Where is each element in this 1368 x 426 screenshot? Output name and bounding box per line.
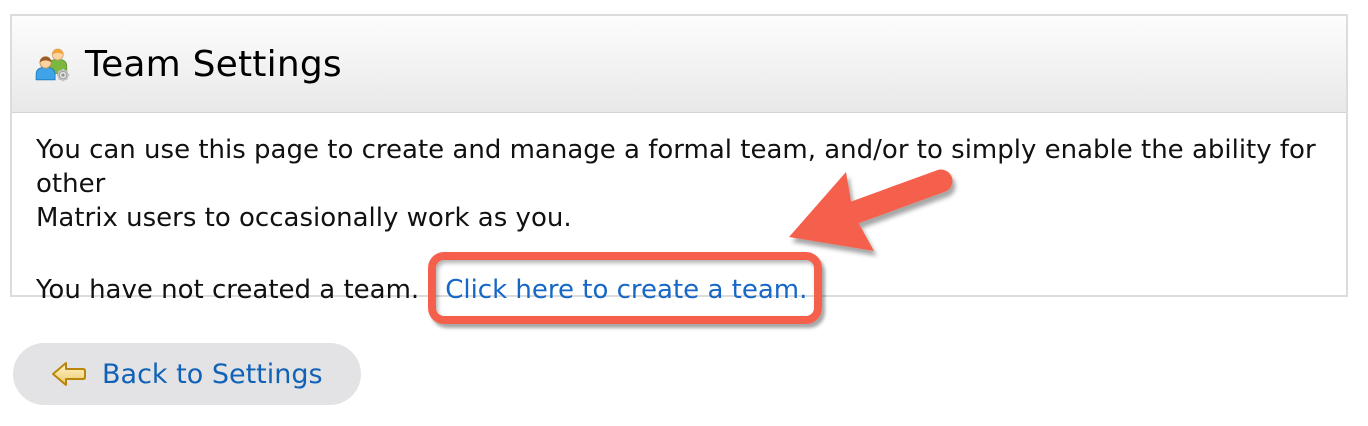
- intro-line-2: Matrix users to occasionally work as you…: [36, 203, 572, 233]
- team-settings-panel: Team Settings You can use this page to c…: [10, 14, 1348, 324]
- panel-header: Team Settings: [12, 16, 1346, 113]
- status-text: You have not created a team.: [36, 275, 420, 305]
- back-arrow-icon: [51, 360, 87, 388]
- back-button-label: Back to Settings: [102, 358, 323, 390]
- back-to-settings-button[interactable]: Back to Settings: [13, 343, 361, 405]
- create-team-link-wrap: Click here to create a team.: [428, 252, 823, 324]
- intro-text: You can use this page to create and mana…: [36, 133, 1322, 235]
- page-title: Team Settings: [85, 43, 342, 85]
- create-team-link[interactable]: Click here to create a team.: [445, 275, 808, 305]
- intro-line-1: You can use this page to create and mana…: [36, 135, 1316, 199]
- team-users-icon: [34, 46, 72, 82]
- panel-body: You can use this page to create and mana…: [12, 113, 1346, 327]
- status-line: You have not created a team. Click here t…: [36, 252, 1322, 324]
